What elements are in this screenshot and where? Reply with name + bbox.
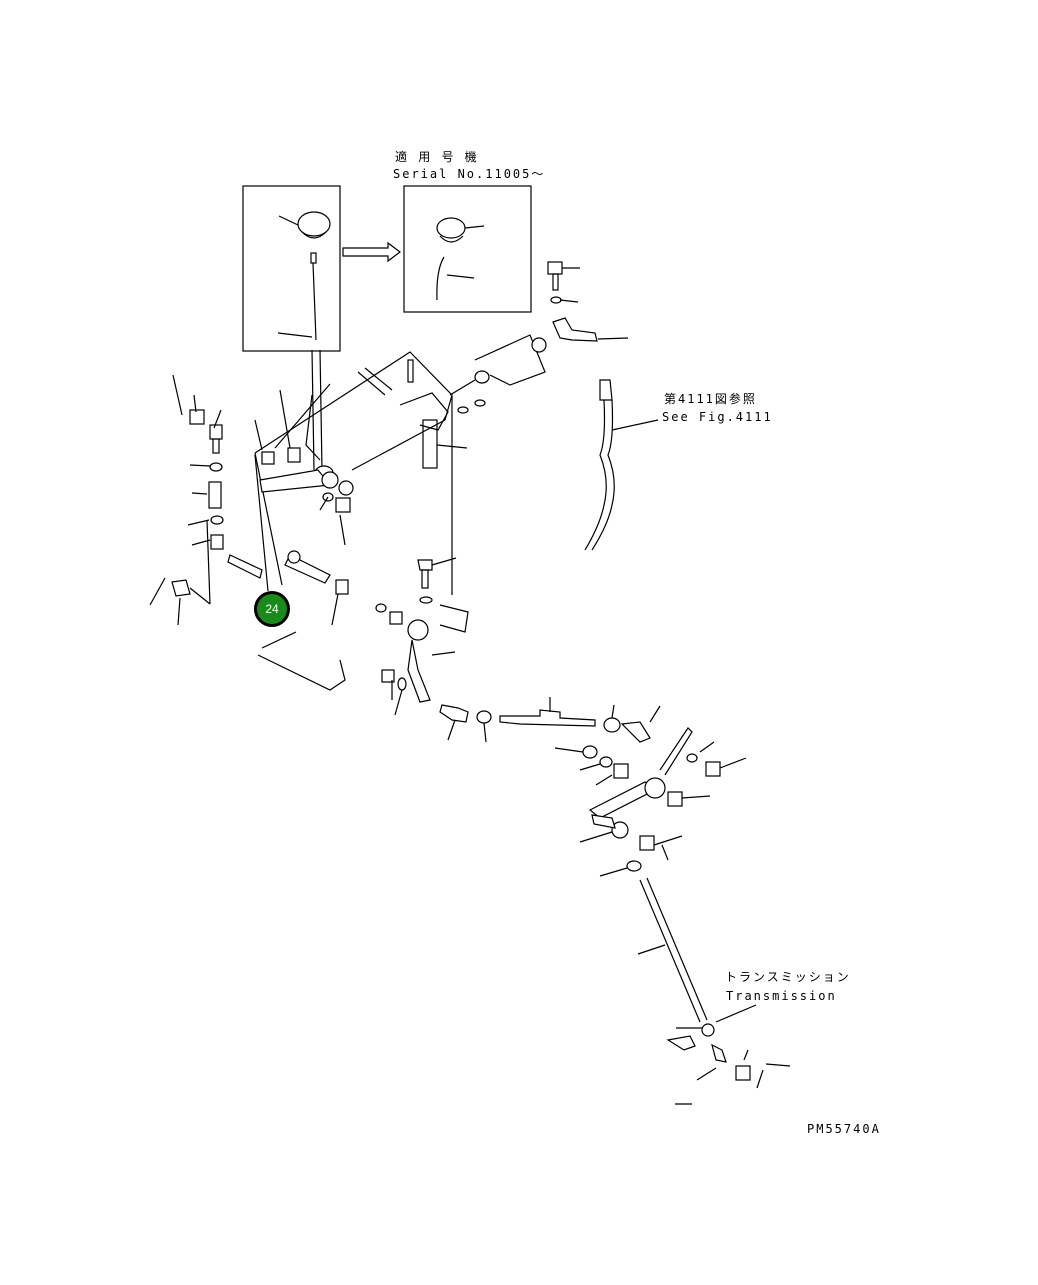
serial-label-jp: 適 用 号 機 bbox=[395, 150, 479, 164]
callout-number: 24 bbox=[265, 602, 279, 616]
top-right-hardware bbox=[547, 261, 629, 342]
drawing-code: PM55740A bbox=[807, 1122, 881, 1136]
serial-label-en: Serial No.11005～ bbox=[393, 167, 546, 181]
callout-24-badge[interactable]: 24 bbox=[254, 591, 290, 627]
callout-leader bbox=[254, 454, 269, 592]
middle-linkage-parts bbox=[227, 389, 457, 716]
bracket-plate bbox=[254, 351, 469, 691]
upper-shaft-assembly bbox=[357, 334, 547, 469]
change-arrow bbox=[342, 241, 401, 263]
main-shift-lever bbox=[305, 349, 334, 481]
transmission-label-en: Transmission bbox=[726, 989, 837, 1003]
fig-ref-label-jp: 第4111図参照 bbox=[664, 392, 757, 406]
transmission-label-jp: トランスミッション bbox=[725, 970, 851, 984]
control-cable bbox=[584, 379, 659, 551]
new-lever-inset-box bbox=[403, 185, 532, 313]
lever-inset-box bbox=[242, 185, 341, 352]
linkage-rod bbox=[439, 697, 791, 1105]
left-column-parts bbox=[149, 374, 224, 626]
fig-ref-label-en: See Fig.4111 bbox=[662, 410, 773, 424]
